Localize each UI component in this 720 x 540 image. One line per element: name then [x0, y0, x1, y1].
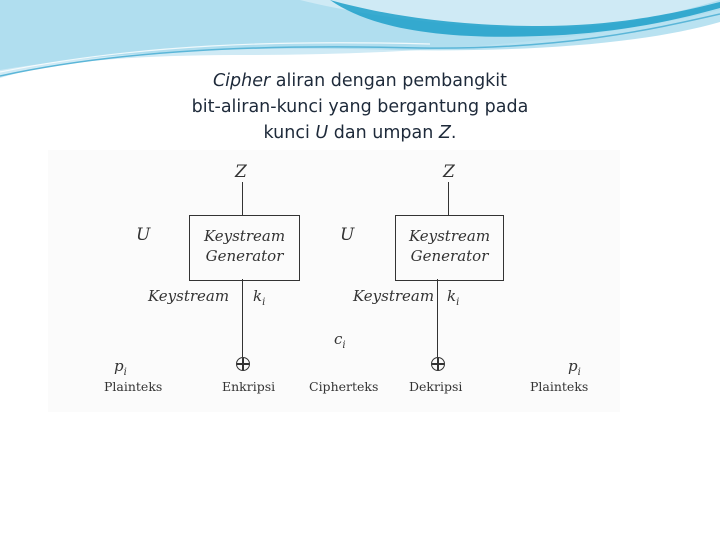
right-gen-line2: Generator	[396, 246, 503, 266]
left-xor-icon	[236, 357, 250, 371]
left-k-sub: i	[262, 297, 265, 308]
right-keystream-line	[437, 279, 438, 357]
stream-cipher-diagram: Z U Keystream Generator Keystream ki Enk…	[48, 150, 620, 412]
right-k: k	[447, 287, 456, 305]
caption-u-italic: U	[315, 123, 328, 143]
caption-line-1-rest: aliran dengan pembangkit	[270, 71, 507, 91]
right-gen-line1: Keystream	[396, 226, 503, 246]
right-k-sub: i	[456, 297, 459, 308]
caption-line-3-a: kunci	[264, 123, 316, 143]
plaintext-in-label: Plainteks	[104, 379, 162, 394]
left-gen-line2: Generator	[190, 246, 299, 266]
caption-line-3-c: .	[451, 123, 457, 143]
left-keystream-generator: Keystream Generator	[189, 215, 300, 281]
plaintext-in-sub: i	[124, 367, 127, 378]
plaintext-out-symbol: pi	[568, 357, 581, 378]
left-k: k	[253, 287, 262, 305]
caption-line-1: Cipher aliran dengan pembangkit	[150, 68, 570, 94]
right-keystream-generator: Keystream Generator	[395, 215, 504, 281]
caption-line-3-b: dan umpan	[328, 123, 439, 143]
plaintext-out-sub: i	[578, 367, 581, 378]
right-xor-icon	[431, 357, 445, 371]
left-keystream-line	[242, 279, 243, 357]
right-key-u: U	[340, 225, 354, 245]
left-k-label: ki	[253, 287, 265, 308]
ciphertext-sub: i	[342, 340, 345, 351]
plaintext-in-symbol: pi	[114, 357, 127, 378]
left-keystream-label: Keystream	[148, 287, 229, 305]
caption-line-2: bit-aliran-kunci yang bergantung pada	[150, 94, 570, 120]
slide-caption: Cipher aliran dengan pembangkit bit-alir…	[150, 68, 570, 146]
ciphertext-symbol: ci	[334, 330, 346, 351]
plaintext-in-p: p	[114, 357, 124, 375]
left-z-line	[242, 182, 243, 215]
right-k-label: ki	[447, 287, 459, 308]
right-z-line	[448, 182, 449, 215]
plaintext-out-p: p	[568, 357, 578, 375]
left-key-u: U	[136, 225, 150, 245]
caption-z-italic: Z	[439, 123, 451, 143]
right-keystream-label: Keystream	[353, 287, 434, 305]
plaintext-out-label: Plainteks	[530, 379, 588, 394]
ciphertext-label: Cipherteks	[309, 379, 378, 394]
caption-cipher-italic: Cipher	[213, 71, 270, 91]
left-feedback-z: Z	[235, 162, 247, 182]
encrypt-label: Enkripsi	[222, 379, 275, 394]
caption-line-3: kunci U dan umpan Z.	[150, 120, 570, 146]
right-feedback-z: Z	[443, 162, 455, 182]
left-gen-line1: Keystream	[190, 226, 299, 246]
decrypt-label: Dekripsi	[409, 379, 462, 394]
